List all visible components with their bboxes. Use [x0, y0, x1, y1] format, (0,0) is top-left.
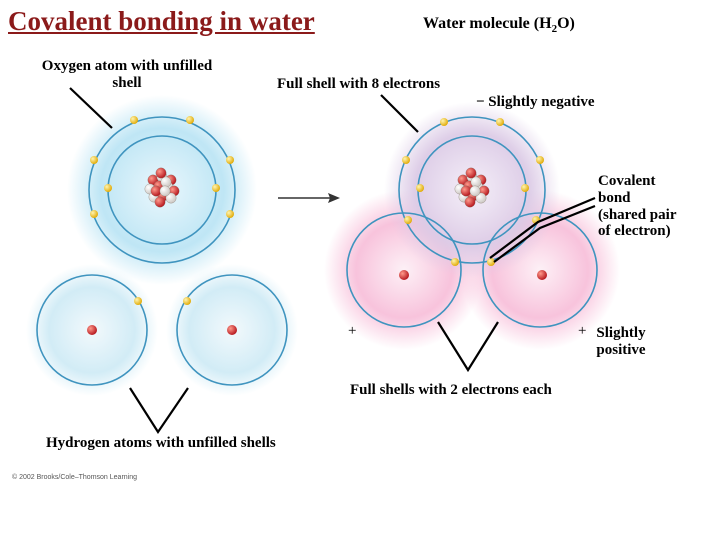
molecule-title-suffix: O) — [557, 15, 575, 32]
proton — [464, 196, 476, 208]
full-shells-2-label: Full shells with 2 electrons each — [350, 382, 552, 398]
plus-sign-right: + — [578, 323, 587, 339]
full-shell-8-label: Full shell with 8 electrons — [277, 76, 441, 92]
pointer-lines — [69, 87, 596, 434]
molecule-electrons — [402, 118, 544, 266]
water-molecule — [324, 102, 620, 350]
slightly-positive-line2: positive — [596, 341, 646, 358]
hydrogen-atom-right — [166, 264, 298, 396]
hydrogen-atom-left — [26, 264, 158, 396]
oxygen-label-line2: shell — [112, 74, 142, 91]
neutron — [470, 176, 482, 188]
slightly-negative-label: − Slightly negative — [476, 94, 595, 110]
slightly-positive-line1: Slightly — [596, 325, 646, 341]
proton — [460, 185, 472, 197]
covalent-label-line1: Covalent — [598, 173, 656, 189]
oxygen-atom-label: Oxygen atom with unfilled shell — [22, 58, 232, 92]
neutron — [475, 192, 487, 204]
oxygen-atom — [67, 95, 257, 285]
copyright-notice: © 2002 Brooks/Cole–Thomson Learning — [12, 474, 138, 481]
oxygen-label-line1: Oxygen atom with unfilled — [41, 58, 213, 74]
molecule-title-prefix: Water molecule (H — [423, 15, 552, 32]
slightly-positive-label: Slightly positive — [586, 325, 656, 359]
proton — [465, 167, 477, 179]
neutron — [469, 185, 481, 197]
neutron — [159, 185, 171, 197]
hydrogen-atoms-label: Hydrogen atoms with unfilled shells — [46, 435, 276, 451]
plus-sign-left: + — [348, 323, 357, 339]
covalent-bond-label: Covalent bond (shared pair of electron) — [598, 173, 676, 240]
neutron — [165, 192, 177, 204]
molecule-oxygen-nucleus — [454, 167, 490, 208]
molecule-title-subscript: 2 — [551, 23, 558, 36]
proton — [154, 196, 166, 208]
molecule-title: Water molecule (H2O) — [423, 15, 575, 36]
neutron — [160, 176, 172, 188]
oxygen-nucleus — [144, 167, 180, 208]
covalent-label-line4: of electron) — [598, 223, 671, 240]
oxygen-electrons — [90, 116, 234, 218]
covalent-label-line2: bond — [598, 189, 631, 206]
proton — [150, 185, 162, 197]
page-title: Covalent bonding in water — [8, 6, 315, 36]
reaction-arrow — [278, 193, 340, 203]
proton — [155, 167, 167, 179]
covalent-label-line3: (shared pair — [598, 206, 677, 223]
